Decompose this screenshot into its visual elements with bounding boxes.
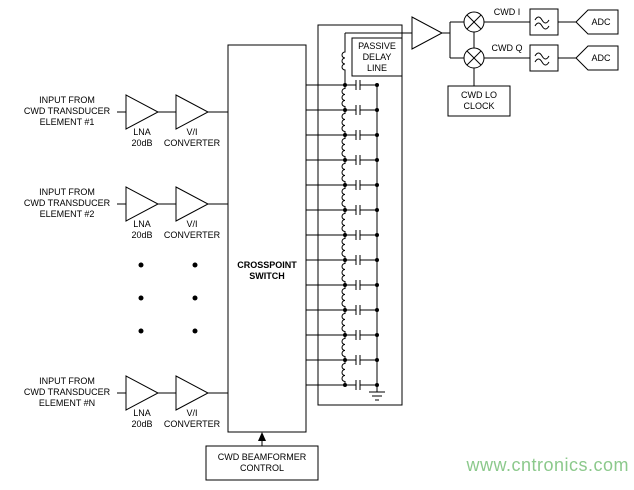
- cwd-i-label: CWD I: [493, 7, 521, 17]
- channel-1-lna-label: LNA 20dB: [131, 127, 153, 148]
- adc-i-shape: [575, 9, 619, 35]
- filter-q-icon: [529, 44, 559, 72]
- channel-1-input-label: INPUT FROM CWD TRANSDUCER ELEMENT #1: [23, 95, 111, 127]
- channel-n-lna-label: LNA 20dB: [131, 408, 153, 429]
- beamformer-control-label: CWD BEAMFORMER CONTROL: [217, 452, 307, 473]
- ellipsis-dots-icon: [138, 262, 198, 334]
- control-arrow-icon: [258, 432, 266, 446]
- lna-amplifier-icon: [125, 375, 160, 411]
- vi-converter-icon: [175, 94, 210, 130]
- lo-clock-box: [447, 85, 511, 117]
- adc-i-label: ADC: [591, 17, 611, 27]
- filter-i-icon: [529, 8, 559, 36]
- channel-2-vi-label: V/I CONVERTER: [163, 219, 221, 240]
- delay-line-inductors: [341, 33, 346, 386]
- adc-q-label: ADC: [591, 53, 611, 63]
- channel-n-signal-path: [117, 375, 228, 411]
- passive-delay-line-label: PASSIVE DELAY LINE: [358, 41, 396, 73]
- summing-amplifier-icon: [411, 16, 444, 50]
- channel-2-signal-path: [117, 186, 228, 222]
- channel-2-input-label: INPUT FROM CWD TRANSDUCER ELEMENT #2: [23, 187, 111, 219]
- ground-icon: [369, 391, 385, 401]
- channel-n-vi-label: V/I CONVERTER: [163, 408, 221, 429]
- watermark-text: www.cntronics.com: [466, 455, 629, 475]
- lna-amplifier-icon: [125, 94, 160, 130]
- mixer-i-icon: [463, 11, 485, 33]
- crosspoint-switch-box: [227, 44, 307, 433]
- vi-converter-icon: [175, 375, 210, 411]
- lna-amplifier-icon: [125, 186, 160, 222]
- channel-1-vi-label: V/I CONVERTER: [163, 127, 221, 148]
- channel-2-lna-label: LNA 20dB: [131, 219, 153, 240]
- delay-line-label-box: [351, 37, 403, 77]
- cwd-q-label: CWD Q: [491, 43, 523, 53]
- mixer-q-icon: [463, 47, 485, 69]
- lo-clock-label: CWD LO CLOCK: [461, 90, 497, 111]
- channel-n-input-label: INPUT FROM CWD TRANSDUCER ELEMENT #N: [23, 376, 111, 408]
- beamformer-control-box: [205, 445, 319, 481]
- crosspoint-switch-label: CROSSPOINT SWITCH: [237, 260, 297, 281]
- channel-1-signal-path: [117, 94, 228, 130]
- adc-q-shape: [575, 45, 619, 71]
- vi-converter-icon: [175, 186, 210, 222]
